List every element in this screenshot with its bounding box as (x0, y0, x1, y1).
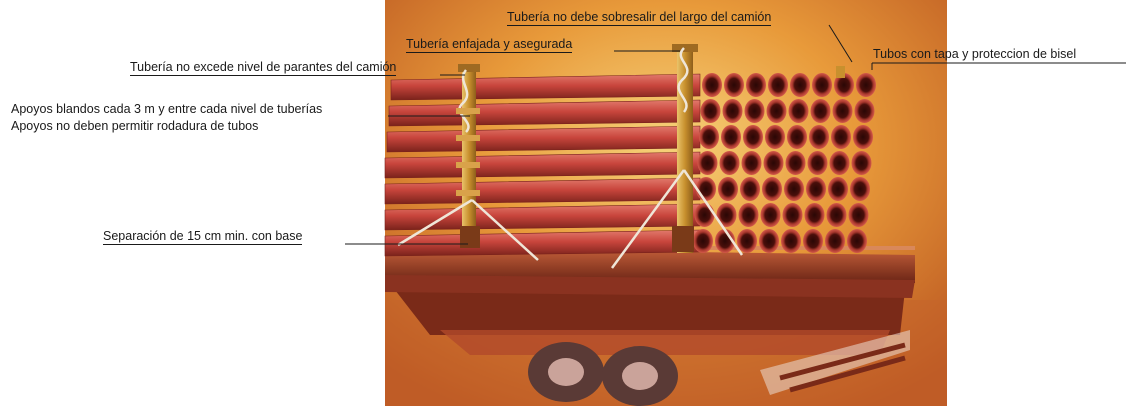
pipe-end (785, 151, 806, 175)
label-no-rolling: Apoyos no deben permitir rodadura de tub… (11, 119, 259, 133)
pipe-end (832, 99, 853, 123)
pipe-end (741, 151, 762, 175)
securing-straps (397, 47, 744, 269)
pipe-end (762, 177, 782, 201)
pipe-end (784, 177, 804, 201)
pipe-end (831, 125, 851, 149)
pipe-end (825, 229, 845, 253)
pipe-end (847, 229, 867, 253)
pipe-end (812, 73, 832, 97)
leader-lines (345, 24, 1126, 245)
pipe-end (788, 99, 809, 123)
pipe-end (740, 177, 760, 201)
pipe-bundle-ends (693, 73, 876, 253)
pipe-end (766, 99, 787, 123)
pipe-end (803, 229, 823, 253)
truck-stake-middle (672, 44, 698, 253)
pipe-end (700, 99, 721, 123)
pipe-end (721, 125, 741, 149)
pipe-end (738, 203, 759, 227)
label-soft-supports: Apoyos blandos cada 3 m y entre cada niv… (11, 102, 323, 116)
label-base-separation: Separación de 15 cm min. con base (103, 229, 303, 245)
pipe-end (697, 151, 718, 175)
pipe-end (715, 229, 735, 253)
pipe-end (853, 125, 873, 149)
pipe-end (743, 125, 763, 149)
pipe-end (829, 151, 850, 175)
pipe-end (722, 99, 743, 123)
pipe-end (804, 203, 825, 227)
truck-stake-right (836, 66, 845, 78)
pipe-end (718, 177, 738, 201)
pipe-end (810, 99, 831, 123)
pipe-end (850, 177, 870, 201)
pipe-end (828, 177, 848, 201)
pipe-end (854, 99, 875, 123)
truck-chassis (395, 290, 910, 406)
label-stake-level: Tubería no excede nivel de parantes del … (130, 60, 397, 76)
pipe-end (768, 73, 788, 97)
pipe-end (699, 125, 719, 149)
pipe-end (724, 73, 744, 97)
label-pipe-length: Tubería no debe sobresalir del largo del… (507, 10, 772, 26)
pipe-end (781, 229, 801, 253)
pipe-end (851, 151, 872, 175)
pipe-end (719, 151, 740, 175)
pipe-end (693, 229, 713, 253)
pipe-end (760, 203, 781, 227)
pipe-end (765, 125, 785, 149)
pipe-end (737, 229, 757, 253)
pipe-end (696, 177, 716, 201)
pipe-end (782, 203, 803, 227)
pipe-end (806, 177, 826, 201)
pipe-end (809, 125, 829, 149)
pipe-end (759, 229, 779, 253)
pipe-end (702, 73, 722, 97)
pipe-end (716, 203, 737, 227)
pipe-end (826, 203, 847, 227)
soft-supports (456, 108, 694, 252)
pipe-end (807, 151, 828, 175)
pipe-end (746, 73, 766, 97)
pipe-end (834, 73, 854, 97)
pipe-end (790, 73, 810, 97)
label-pipe-strapped: Tubería enfajada y asegurada (406, 37, 573, 53)
pipe-end (856, 73, 876, 97)
label-pipe-caps: Tubos con tapa y proteccion de bisel (873, 47, 1077, 61)
pipe-end (763, 151, 784, 175)
pipe-end (694, 203, 715, 227)
pipe-end (787, 125, 807, 149)
pipe-end (848, 203, 869, 227)
pipe-end (744, 99, 765, 123)
